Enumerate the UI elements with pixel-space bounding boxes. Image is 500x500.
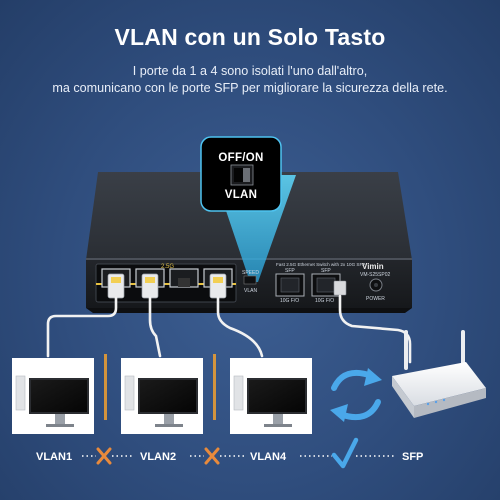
pc-card-3 bbox=[230, 358, 312, 434]
callout-line-2: VLAN bbox=[224, 189, 258, 201]
pc-card-1 bbox=[12, 358, 94, 434]
page-title: VLAN con un Solo Tasto bbox=[114, 24, 386, 50]
pc-icon bbox=[15, 375, 89, 427]
ethernet-cables bbox=[46, 294, 412, 364]
switch-description: Fast 2.5G Ethernet Switch with 2x 10G SF… bbox=[276, 262, 366, 267]
vlan-divider-1 bbox=[104, 354, 107, 420]
cross-icon bbox=[204, 447, 220, 465]
vlan-switch-label: VLAN bbox=[244, 288, 258, 294]
router-icon bbox=[392, 330, 486, 418]
sfp-speed-1: 10G F/O bbox=[280, 298, 300, 304]
model-number: VM-S25SP02 bbox=[360, 272, 391, 278]
subtitle-line-1: I porte da 1 a 4 sono isolati l'uno dall… bbox=[132, 64, 368, 78]
port-group-label: 2.5G bbox=[161, 264, 175, 270]
check-icon bbox=[331, 437, 359, 469]
pc-card-2 bbox=[121, 358, 203, 434]
brand-logo: Vimin bbox=[362, 262, 384, 271]
callout-line-1: OFF/ON bbox=[218, 152, 264, 164]
sfp-label-2: SFP bbox=[321, 268, 331, 274]
pc-label-vlan1: VLAN1 bbox=[36, 451, 73, 463]
pc-label-vlan4: VLAN4 bbox=[250, 451, 287, 463]
sfp-label-1: SFP bbox=[285, 268, 295, 274]
vlan-toggle[interactable] bbox=[243, 275, 257, 285]
subtitle-line-2: ma comunicano con le porte SFP per migli… bbox=[52, 81, 448, 95]
led-label: SPEED bbox=[242, 270, 259, 276]
power-label: POWER bbox=[366, 296, 385, 302]
sfp-port-icon bbox=[275, 273, 341, 297]
vlan-divider-2 bbox=[213, 354, 216, 420]
router-label-sfp: SFP bbox=[402, 451, 424, 463]
pc-icon bbox=[124, 375, 198, 427]
vlan-callout bbox=[200, 136, 282, 212]
sfp-speed-2: 10G F/O bbox=[315, 298, 335, 304]
pc-icon bbox=[233, 375, 307, 427]
pc-label-vlan2: VLAN2 bbox=[140, 451, 177, 463]
cross-icon bbox=[96, 447, 112, 465]
